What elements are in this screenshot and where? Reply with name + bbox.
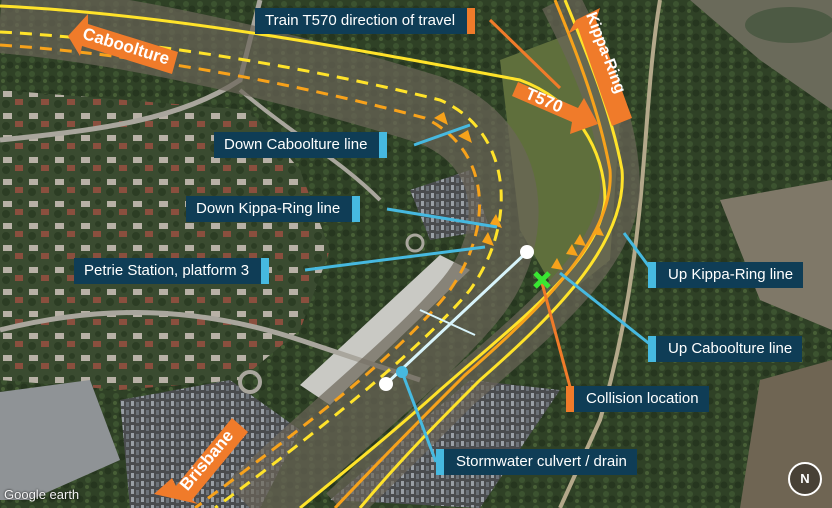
google-earth-logo: Google earth xyxy=(4,487,80,502)
callout-up-caboolture: Up Caboolture line xyxy=(648,336,803,362)
callout-stormwater: Stormwater culvert / drain xyxy=(436,449,637,475)
roundabout xyxy=(238,370,262,394)
down-kippa-ring-line xyxy=(0,43,482,508)
shopping-centre-roof xyxy=(0,380,120,500)
down-caboolture-line xyxy=(0,30,503,508)
quarry-pond xyxy=(745,7,832,43)
collision-marker-icon xyxy=(533,271,551,289)
t570-arrow xyxy=(512,82,598,134)
callout-train-direction: Train T570 direction of travel xyxy=(255,8,476,34)
leader-lines-orange xyxy=(488,18,575,399)
callout-down-caboolture: Down Caboolture line xyxy=(214,132,388,158)
kippa-ring-arrow xyxy=(568,8,632,126)
road xyxy=(558,0,662,508)
callout-down-kippa-ring: Down Kippa-Ring line xyxy=(186,196,361,222)
brisbane-arrow xyxy=(154,418,248,504)
rail-corridor xyxy=(0,0,539,508)
culvert-end-marker xyxy=(379,377,393,391)
leader-lines xyxy=(304,123,658,463)
callout-petrie-station: Petrie Station, platform 3 xyxy=(74,258,270,284)
stormwater-culvert-line xyxy=(384,250,529,386)
road xyxy=(0,310,421,383)
station-platform-roof xyxy=(300,255,470,405)
callout-collision: Collision location xyxy=(566,386,709,412)
callout-up-kippa-ring: Up Kippa-Ring line xyxy=(648,262,804,288)
culvert-end-marker xyxy=(520,245,534,259)
quarry-pit xyxy=(720,180,832,330)
direction-arrows xyxy=(434,112,604,270)
caboolture-arrow xyxy=(68,14,178,74)
north-compass-icon[interactable]: N xyxy=(788,462,822,496)
culvert-connector xyxy=(419,309,476,336)
roundabout xyxy=(405,233,425,253)
up-caboolture-line xyxy=(0,4,607,508)
culvert-leader-dot xyxy=(396,366,408,378)
up-kippa-ring-line-orange xyxy=(333,0,612,508)
